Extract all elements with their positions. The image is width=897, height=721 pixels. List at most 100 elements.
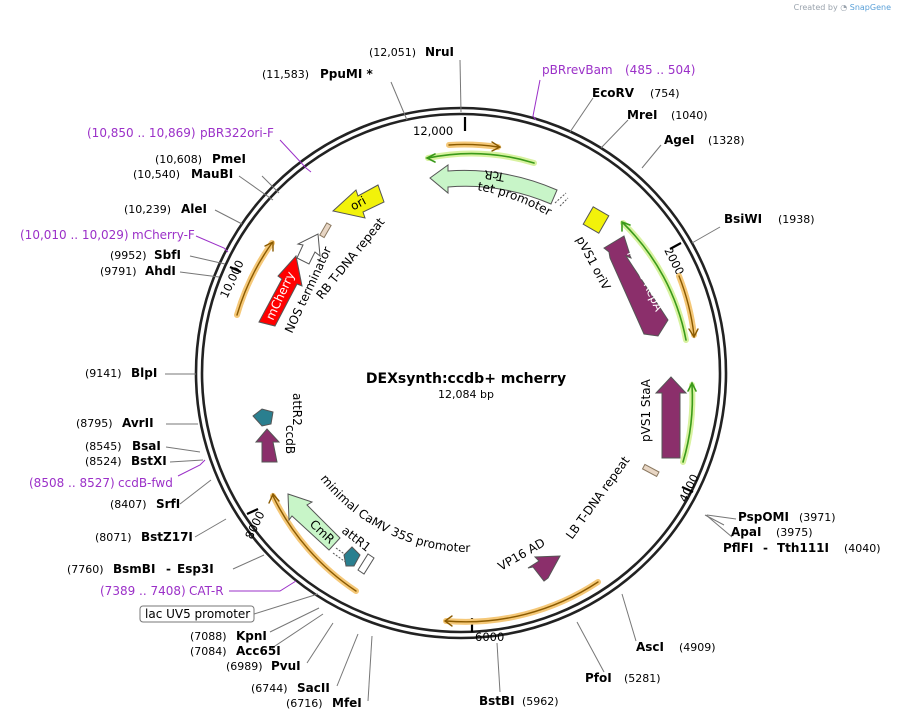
svg-text:Acc65I: Acc65I xyxy=(236,644,281,658)
svg-text:(5281): (5281) xyxy=(624,672,661,685)
site-kpni[interactable]: (7088) KpnI xyxy=(190,629,267,643)
feature-ccdb[interactable] xyxy=(254,428,281,463)
site-bstxi[interactable]: (8524) BstXI xyxy=(85,454,167,468)
svg-text:BsmBI: BsmBI xyxy=(113,562,155,576)
orf-arc-lower-left xyxy=(268,492,359,594)
primer-pbr322ori[interactable]: (10,850 .. 10,869) pBR322ori-F xyxy=(87,126,274,140)
site-mfei[interactable]: (6716) MfeI xyxy=(286,696,362,710)
svg-text:SacII: SacII xyxy=(297,681,330,695)
feature-attr1[interactable] xyxy=(343,546,361,567)
tick-label-4000: 4000 xyxy=(676,472,701,504)
svg-text:BsaI: BsaI xyxy=(132,439,161,453)
primer-leader-mcherryf xyxy=(195,235,229,253)
site-avrii[interactable]: (8795) AvrII xyxy=(76,416,154,430)
feature-rb-tdna[interactable] xyxy=(319,222,332,239)
feature-label-ori: ori xyxy=(348,194,368,214)
site-blpi[interactable]: (9141) BlpI xyxy=(85,366,157,380)
svg-text:BlpI: BlpI xyxy=(131,366,157,380)
svg-text:(7084): (7084) xyxy=(190,645,227,658)
primer-ccdbfwd[interactable]: (8508 .. 8527) ccdB-fwd xyxy=(29,476,173,490)
svg-text:BstZ17I: BstZ17I xyxy=(141,530,193,544)
svg-text:PmeI: PmeI xyxy=(212,152,246,166)
svg-text:(8524): (8524) xyxy=(85,455,122,468)
tick-label-2000: 2000 xyxy=(661,245,687,277)
svg-text:BstXI: BstXI xyxy=(131,454,167,468)
svg-text:(3975): (3975) xyxy=(776,526,813,539)
feature-pvs1-oriv[interactable] xyxy=(582,206,610,234)
svg-text:(7088): (7088) xyxy=(190,630,227,643)
plasmid-name: DEXsynth:ccdb+ mcherry xyxy=(366,371,566,387)
site-nrui[interactable]: (12,051) NruI xyxy=(369,45,454,59)
site-alei[interactable]: (10,239) AleI xyxy=(124,202,207,216)
feature-pvs1-repa[interactable] xyxy=(603,235,669,337)
site-acc65i[interactable]: (7084) Acc65I xyxy=(190,644,281,658)
feature-label-tcr: TcR xyxy=(483,167,506,184)
feature-nos[interactable] xyxy=(296,233,321,265)
svg-text:AvrII: AvrII xyxy=(122,416,154,430)
svg-text:(6744): (6744) xyxy=(251,682,288,695)
svg-text:-: - xyxy=(763,541,768,555)
site-pmei[interactable]: (10,608) PmeI xyxy=(155,152,246,166)
feature-mcherry[interactable] xyxy=(258,254,303,327)
primer-catr[interactable]: (7389 .. 7408) CAT-R xyxy=(100,584,224,598)
tick-marks xyxy=(229,117,694,632)
feature-label-camv: minimal CaMV 35S promoter xyxy=(318,472,471,555)
site-sacii[interactable]: (6744) SacII xyxy=(251,681,330,695)
orf-arcs xyxy=(234,141,699,627)
feature-ori[interactable] xyxy=(331,184,385,219)
site-leaders xyxy=(165,59,737,702)
site-pflfi[interactable]: PflFI - Tth111I (4040) xyxy=(723,541,881,555)
site-ahdi[interactable]: (9791) AhdI xyxy=(100,264,176,278)
svg-text:(8407): (8407) xyxy=(110,498,147,511)
feature-cmr[interactable] xyxy=(287,493,341,551)
svg-text:mCherry-F: mCherry-F xyxy=(132,228,195,242)
svg-text:SrfI: SrfI xyxy=(156,497,180,511)
svg-text:(485 .. 504): (485 .. 504) xyxy=(625,63,695,77)
feature-pvs1-staa[interactable] xyxy=(654,376,688,459)
svg-text:(1328): (1328) xyxy=(708,134,745,147)
primer-leader-pbr322ori xyxy=(279,139,312,173)
plasmid-length: 12,084 bp xyxy=(438,388,494,401)
site-ecorv[interactable]: EcoRV (754) xyxy=(592,86,680,100)
primer-leader-pbrrevbam xyxy=(532,79,541,121)
orf-arc-bottom xyxy=(443,579,601,627)
svg-text:BsiWI: BsiWI xyxy=(724,212,762,226)
feature-lb-tdna[interactable] xyxy=(641,463,660,478)
svg-text:KpnI: KpnI xyxy=(236,629,267,643)
site-srfi[interactable]: (8407) SrfI xyxy=(110,497,180,511)
lac-uv5-box[interactable]: lac UV5 promoter xyxy=(139,593,319,623)
svg-text:(9141): (9141) xyxy=(85,367,122,380)
site-bstbi[interactable]: BstBI (5962) xyxy=(479,694,559,708)
primer-mcherryf[interactable]: (10,010 .. 10,029) mCherry-F xyxy=(20,228,195,242)
svg-text:CAT-R: CAT-R xyxy=(189,584,224,598)
svg-text:AhdI: AhdI xyxy=(145,264,176,278)
svg-text:(5962): (5962) xyxy=(522,695,559,708)
site-pfoi[interactable]: PfoI (5281) xyxy=(585,671,661,685)
orf-arc-right xyxy=(676,273,699,339)
svg-text:EcoRV: EcoRV xyxy=(592,86,635,100)
orf-green-lines xyxy=(425,150,697,465)
snapgene-logo-icon: ◔ xyxy=(840,3,848,12)
site-pspomi[interactable]: PspOMI (3971) xyxy=(738,510,836,524)
svg-text:PfoI: PfoI xyxy=(585,671,612,685)
feature-attr2[interactable] xyxy=(252,408,274,427)
feature-vp16[interactable] xyxy=(527,555,561,582)
site-sbfi[interactable]: (9952) SbfI xyxy=(110,248,181,262)
primer-pbrrevbam[interactable]: pBRrevBam (485 .. 504) xyxy=(542,63,695,77)
site-bsiwi[interactable]: BsiWI (1938) xyxy=(724,212,815,226)
feature-label-lb-tdna: LB T-DNA repeat xyxy=(563,453,632,541)
site-mrei[interactable]: MreI (1040) xyxy=(627,108,708,122)
site-ppumi[interactable]: (11,583) PpuMI * xyxy=(262,67,374,81)
site-pvui[interactable]: (6989) PvuI xyxy=(226,659,301,673)
site-maubi[interactable]: (10,540) MauBI xyxy=(133,167,233,181)
site-asci[interactable]: AscI (4909) xyxy=(636,640,716,654)
credit-brand: SnapGene xyxy=(849,3,891,12)
svg-text:(12,051): (12,051) xyxy=(369,46,416,59)
site-bsmbi[interactable]: (7760) BsmBI - Esp3I xyxy=(67,562,214,576)
site-apai[interactable]: ApaI (3975) xyxy=(731,525,813,539)
feature-tcr[interactable] xyxy=(429,164,558,205)
site-bstz17i[interactable]: (8071) BstZ17I xyxy=(95,530,193,544)
site-bsai[interactable]: (8545) BsaI xyxy=(85,439,161,453)
site-agei[interactable]: AgeI (1328) xyxy=(664,133,745,147)
